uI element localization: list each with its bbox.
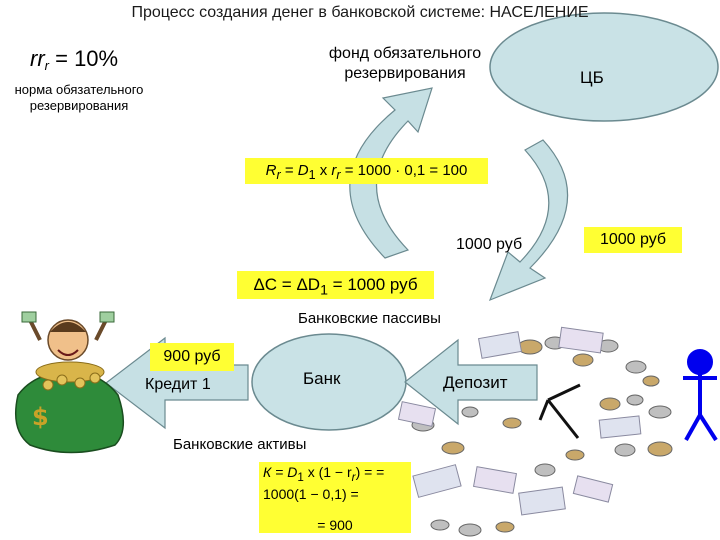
central-bank-label: ЦБ [580, 68, 604, 87]
coins-icon [411, 336, 673, 537]
credit-formula-line3: = 900 [317, 516, 353, 533]
loan-amount-label: 900 руб [150, 343, 234, 371]
cb-ellipse [489, 12, 719, 122]
deposit-arrow [404, 338, 538, 426]
banknotes-icon [397, 326, 642, 516]
svg-text:$: $ [32, 403, 49, 431]
credit-formula-line2: 1000(1 − 0,1) = [263, 485, 359, 502]
reserve-ratio: rrr = 10% [30, 46, 119, 73]
credit-formula-line1: К = D1 х (1 − rr) = = [263, 464, 385, 484]
deposit-label: Депозит [443, 373, 508, 392]
cb-down-arrow [488, 139, 569, 302]
money-bag-icon: $ [15, 311, 124, 454]
cb-amount-label: 1000 руб [584, 227, 682, 253]
reserve-fund-label: фонд обязательного резервирования [328, 45, 482, 82]
reserve-amount-label: 1000 руб [456, 236, 523, 253]
page-title: Процесс создания денег в банковской сист… [131, 4, 589, 21]
bank-assets-label: Банковские активы [173, 436, 307, 453]
bank-label: Банк [303, 369, 341, 388]
money-change-formula: ΔC = ΔD1 = 1000 руб [237, 271, 434, 299]
credit-label: Кредит 1 [145, 376, 211, 393]
clock-icon [538, 383, 581, 439]
credit-formula: К = D1 х (1 − rr) = = 1000(1 − 0,1) = = … [259, 462, 411, 533]
reserve-formula: Rr = D1 x rr = 1000 · 0,1 = 100 [245, 158, 488, 184]
person-icon [683, 349, 718, 442]
bank-liabilities-label: Банковские пассивы [298, 310, 441, 327]
fund-arrow [349, 87, 433, 259]
reserve-ratio-caption: норма обязательного резервирования [14, 82, 144, 113]
